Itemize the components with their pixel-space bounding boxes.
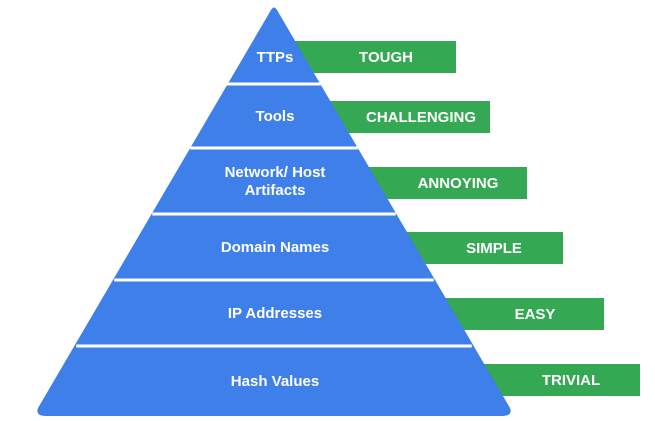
difficulty-label-2: CHALLENGING <box>366 109 476 126</box>
level-label-6: Hash Values <box>231 373 319 390</box>
level-label-5: IP Addresses <box>228 305 322 322</box>
level-separator-3 <box>152 212 396 216</box>
level-label-4: Domain Names <box>221 239 329 256</box>
difficulty-bar-2 <box>318 101 490 133</box>
level-label-2: Tools <box>256 108 295 125</box>
pyramid-shape <box>37 7 511 416</box>
difficulty-label-5: EASY <box>515 306 556 323</box>
difficulty-label-1: TOUGH <box>359 49 413 66</box>
level-label-1: TTPs <box>257 49 294 66</box>
level-label-3-line-1: Network/ Host <box>225 164 326 181</box>
level-label-3-line-2: Artifacts <box>245 182 306 199</box>
level-separator-5 <box>76 344 472 348</box>
difficulty-label-4: SIMPLE <box>466 240 522 257</box>
level-separator-1 <box>227 82 321 86</box>
level-separator-4 <box>114 278 434 282</box>
level-separator-2 <box>190 146 358 150</box>
difficulty-bar-1 <box>292 41 456 73</box>
difficulty-label-6: TRIVIAL <box>542 372 600 389</box>
difficulty-label-3: ANNOYING <box>418 175 499 192</box>
